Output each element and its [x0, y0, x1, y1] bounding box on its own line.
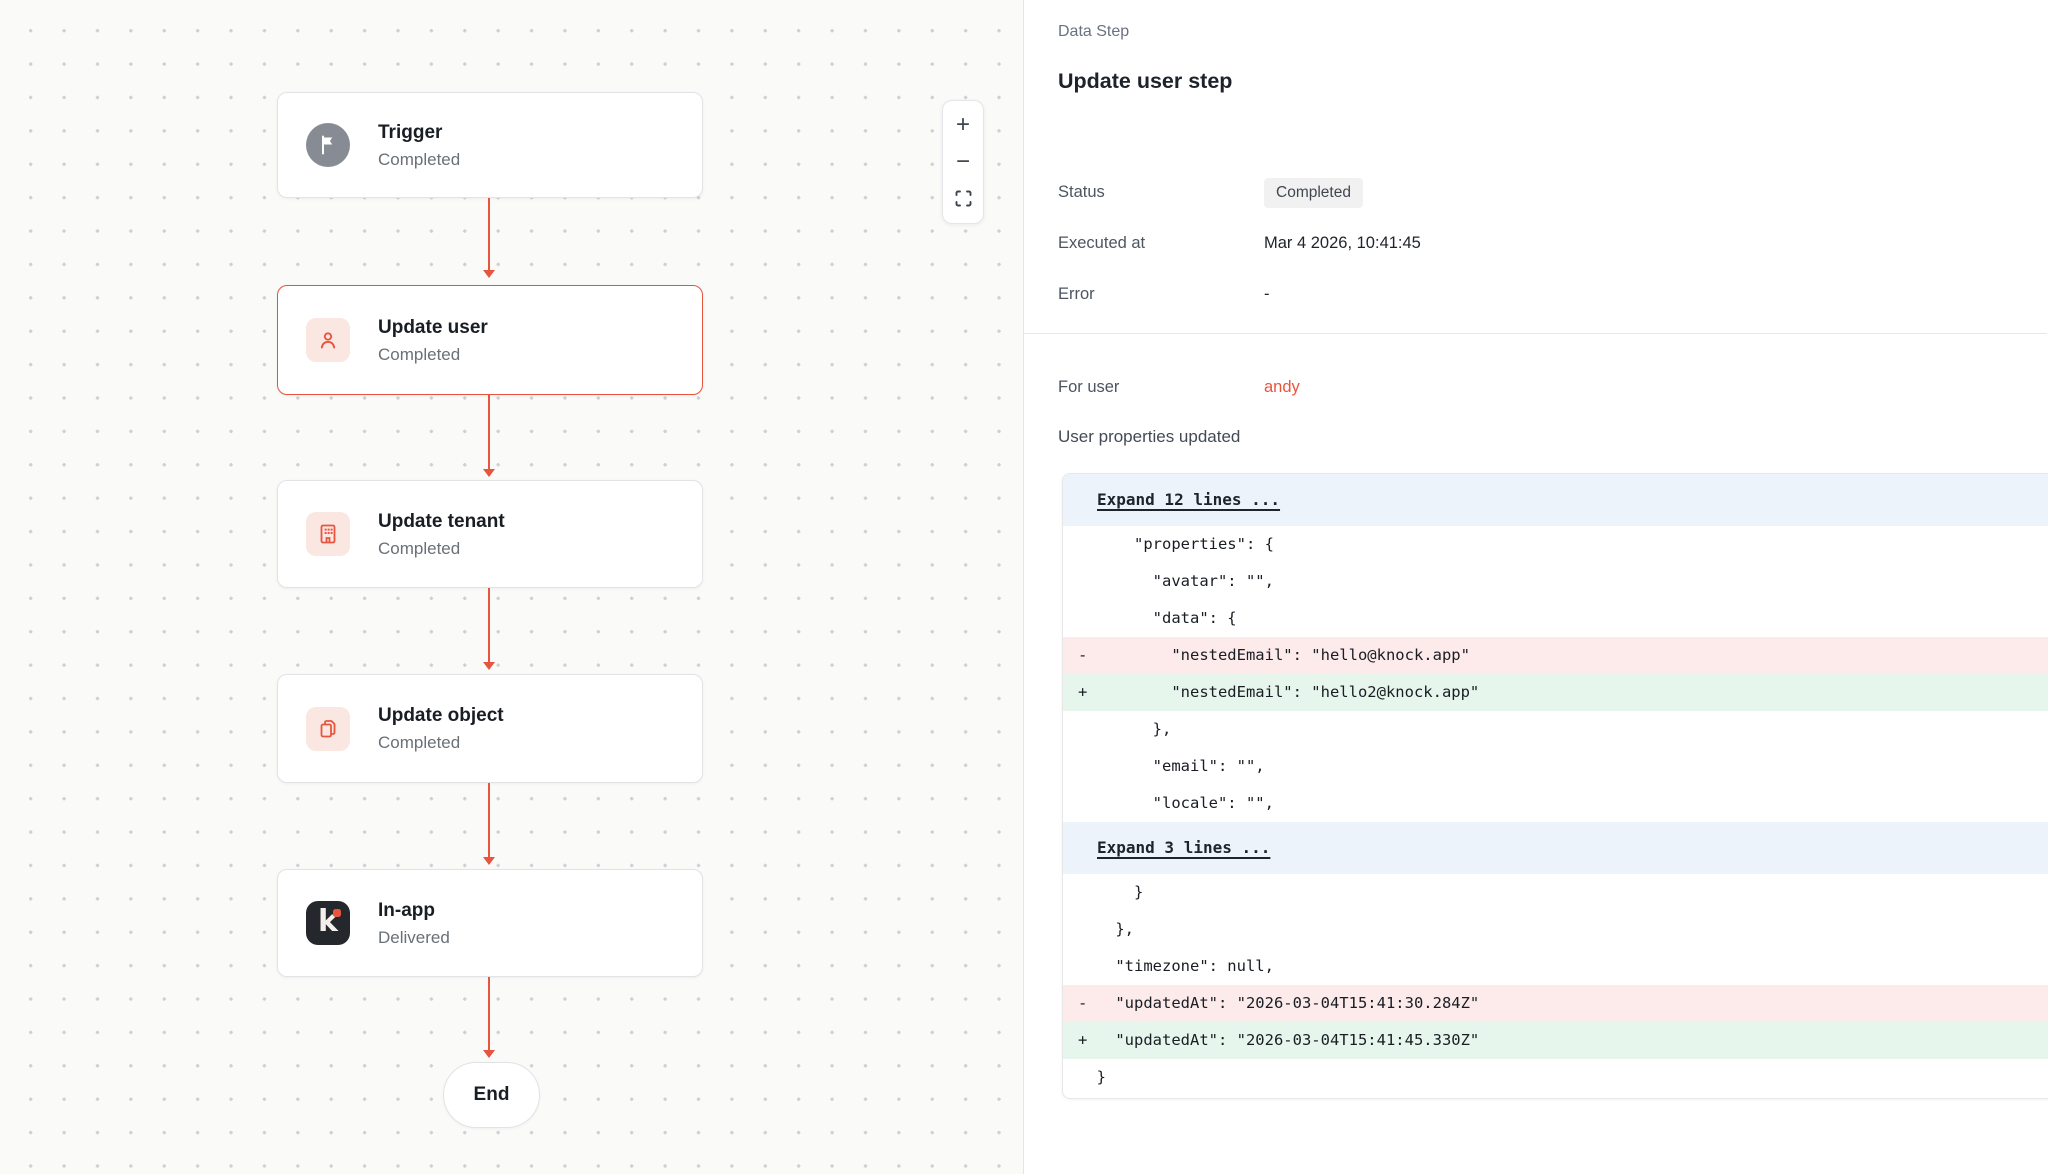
node-status: Delivered — [378, 927, 450, 947]
node-status: Completed — [378, 344, 461, 364]
edge-arrowhead — [483, 662, 495, 670]
diff-line-removed: - "nestedEmail": "hello@knock.app" — [1063, 637, 2048, 674]
diff-line: "timezone": null, — [1078, 957, 1274, 975]
node-title: In-app — [378, 899, 435, 921]
flag-icon — [306, 123, 350, 167]
plus-icon: + — [955, 111, 970, 139]
zoom-out-button[interactable]: − — [945, 145, 981, 179]
building-icon — [306, 512, 350, 556]
edge-line — [488, 198, 490, 270]
edge-line — [488, 783, 490, 857]
error-label: Error — [1058, 285, 1095, 303]
node-title: Update object — [378, 705, 504, 726]
executed-at-label: Executed at — [1058, 234, 1146, 252]
diff-heading: User properties updated — [1058, 427, 1241, 446]
fit-view-button[interactable] — [945, 182, 981, 216]
node-update-tenant[interactable]: Update tenant Completed — [277, 480, 703, 588]
section-divider — [1024, 333, 2047, 334]
step-info: Status Completed Executed at Mar 4 2026,… — [1058, 174, 2047, 313]
edge-arrowhead — [483, 469, 495, 477]
node-trigger[interactable]: Trigger Completed — [277, 92, 703, 198]
edge-arrowhead — [483, 857, 495, 865]
step-detail-panel: Data Step Update user step Status Comple… — [1024, 0, 2048, 1174]
node-update-object[interactable]: Update object Completed — [277, 674, 703, 783]
node-title: Trigger — [378, 121, 443, 143]
diff-line: } — [1078, 883, 1144, 901]
expand-lines-link[interactable]: Expand 3 lines ... — [1097, 838, 1271, 857]
diff-line: "avatar": "", — [1078, 572, 1274, 590]
for-user-row: For user andy — [1058, 378, 2047, 397]
edge-arrowhead — [483, 1050, 495, 1058]
edge-arrowhead — [483, 270, 495, 278]
diff-line-added: + "nestedEmail": "hello2@knock.app" — [1063, 674, 2048, 711]
user-link[interactable]: andy — [1264, 378, 1300, 396]
knock-logo: k — [306, 901, 350, 945]
expand-lines-row: Expand 12 lines ... — [1063, 474, 2048, 526]
executed-at-value: Mar 4 2026, 10:41:45 — [1264, 234, 1421, 252]
diff-line: "data": { — [1078, 609, 1237, 627]
diff-line-removed: - "updatedAt": "2026-03-04T15:41:30.284Z… — [1063, 985, 2048, 1022]
user-icon — [306, 318, 350, 362]
knock-logo-dot — [333, 909, 341, 917]
diff-line: "properties": { — [1078, 535, 1274, 553]
diff-line: "locale": "", — [1078, 794, 1274, 812]
error-value: - — [1264, 285, 1270, 303]
status-label: Status — [1058, 183, 1105, 201]
step-type-label: Data Step — [1058, 23, 1130, 40]
edge-line — [488, 395, 490, 469]
node-status: Completed — [378, 538, 461, 558]
zoom-controls: + − — [942, 100, 984, 224]
node-title: Update user — [378, 316, 488, 338]
diff-line: }, — [1078, 920, 1134, 938]
end-label: End — [473, 1084, 510, 1105]
copy-icon — [306, 706, 350, 751]
diff-line: } — [1078, 1068, 1106, 1086]
node-title: Update tenant — [378, 510, 505, 532]
edge-line — [488, 588, 490, 662]
zoom-in-button[interactable]: + — [945, 108, 981, 142]
expand-lines-link[interactable]: Expand 12 lines ... — [1097, 490, 1281, 509]
diff-line: "email": "", — [1078, 757, 1265, 775]
node-status: Completed — [378, 733, 461, 752]
node-in-app[interactable]: k In-app Delivered — [277, 869, 703, 977]
node-update-user[interactable]: Update user Completed — [277, 285, 703, 395]
expand-lines-row: Expand 3 lines ... — [1063, 822, 2048, 874]
minus-icon: − — [955, 147, 970, 175]
node-end[interactable]: End — [443, 1062, 540, 1128]
properties-diff-viewer: Expand 12 lines ... "properties": { "ava… — [1062, 473, 2048, 1099]
edge-line — [488, 977, 490, 1050]
for-user-label: For user — [1058, 378, 1120, 396]
status-badge: Completed — [1264, 177, 1363, 208]
page-title: Update user step — [1058, 69, 1233, 93]
workflow-canvas[interactable]: Trigger Completed Update user Completed — [0, 0, 1024, 1174]
diff-line-added: + "updatedAt": "2026-03-04T15:41:45.330Z… — [1063, 1022, 2048, 1059]
node-status: Completed — [378, 149, 461, 169]
fit-view-icon — [955, 190, 971, 207]
diff-line: }, — [1078, 720, 1172, 738]
